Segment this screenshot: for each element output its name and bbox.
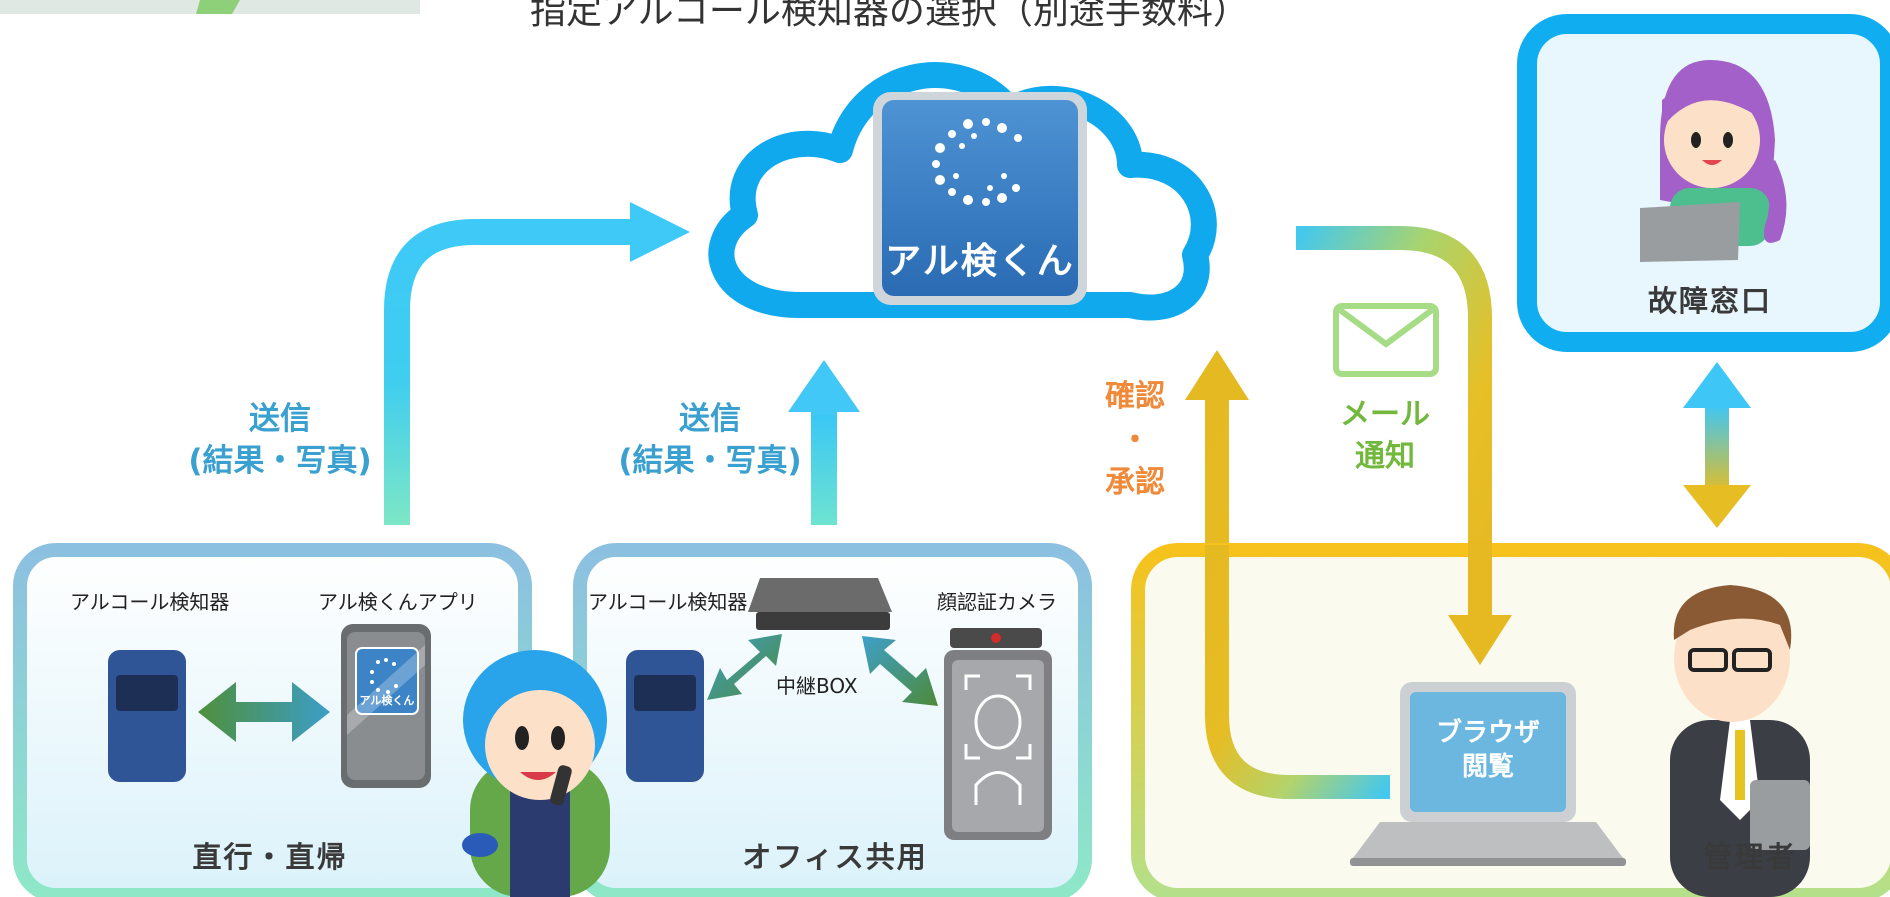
face-camera-device: [944, 628, 1052, 840]
laptop-device: [1350, 682, 1626, 866]
confirm-label-3: 承認: [1105, 465, 1165, 500]
alcohol-detector-device-1: [108, 650, 186, 782]
confirm-label-2: ・: [1120, 423, 1150, 458]
mail-label-2: 通知: [1355, 439, 1415, 474]
direct-panel-title: 直行・直帰: [192, 840, 348, 874]
worker-character: [462, 650, 610, 897]
alcohol-detector-device-2: [626, 650, 704, 782]
manager-character: [1670, 585, 1810, 897]
service-app-icon: [873, 92, 1087, 305]
smartphone-device: [341, 624, 431, 788]
support-title: 故障窓口: [1647, 284, 1772, 318]
diagonal-arrow-left: [707, 634, 782, 700]
admin-panel-title: 管理者: [1703, 840, 1797, 874]
bidirectional-arrow-direct: [198, 682, 330, 742]
relay-box-device: [748, 578, 892, 630]
mid-send-label-1: 送信: [679, 401, 741, 437]
laptop-text-2: 閲覧: [1461, 752, 1514, 782]
office-panel-title: オフィス共用: [742, 840, 928, 874]
mail-label-1: メール: [1340, 397, 1430, 432]
mid-send-label-2: (結果・写真): [618, 443, 802, 479]
top-left-illustration: [0, 0, 420, 14]
left-send-arrow: [384, 202, 690, 525]
confirm-label-1: 確認: [1105, 379, 1165, 414]
left-send-label-1: 送信: [249, 401, 311, 437]
office-relay-label: 中継BOX: [776, 674, 858, 698]
support-arrow: [1683, 362, 1751, 528]
middle-send-arrow: [788, 360, 860, 525]
confirm-arrow-inner: [1205, 540, 1512, 799]
direct-app-label: アル検くんアプリ: [318, 590, 478, 614]
service-name: アル検くん: [885, 241, 1075, 282]
laptop-text-1: ブラウザ: [1435, 718, 1540, 748]
diagonal-arrow-right: [862, 636, 938, 706]
mail-icon: [1333, 303, 1439, 377]
office-detector-label: アルコール検知器: [588, 590, 748, 614]
direct-detector-label: アルコール検知器: [70, 590, 230, 614]
phone-screen-label: アル検くん: [359, 694, 415, 707]
support-operator-character: [1640, 60, 1787, 262]
top-caption: 指定アルコール検知器の選択（別途手数料）: [530, 0, 1249, 32]
office-camera-label: 顔認証カメラ: [937, 590, 1057, 614]
left-send-label-2: (結果・写真): [188, 443, 372, 479]
